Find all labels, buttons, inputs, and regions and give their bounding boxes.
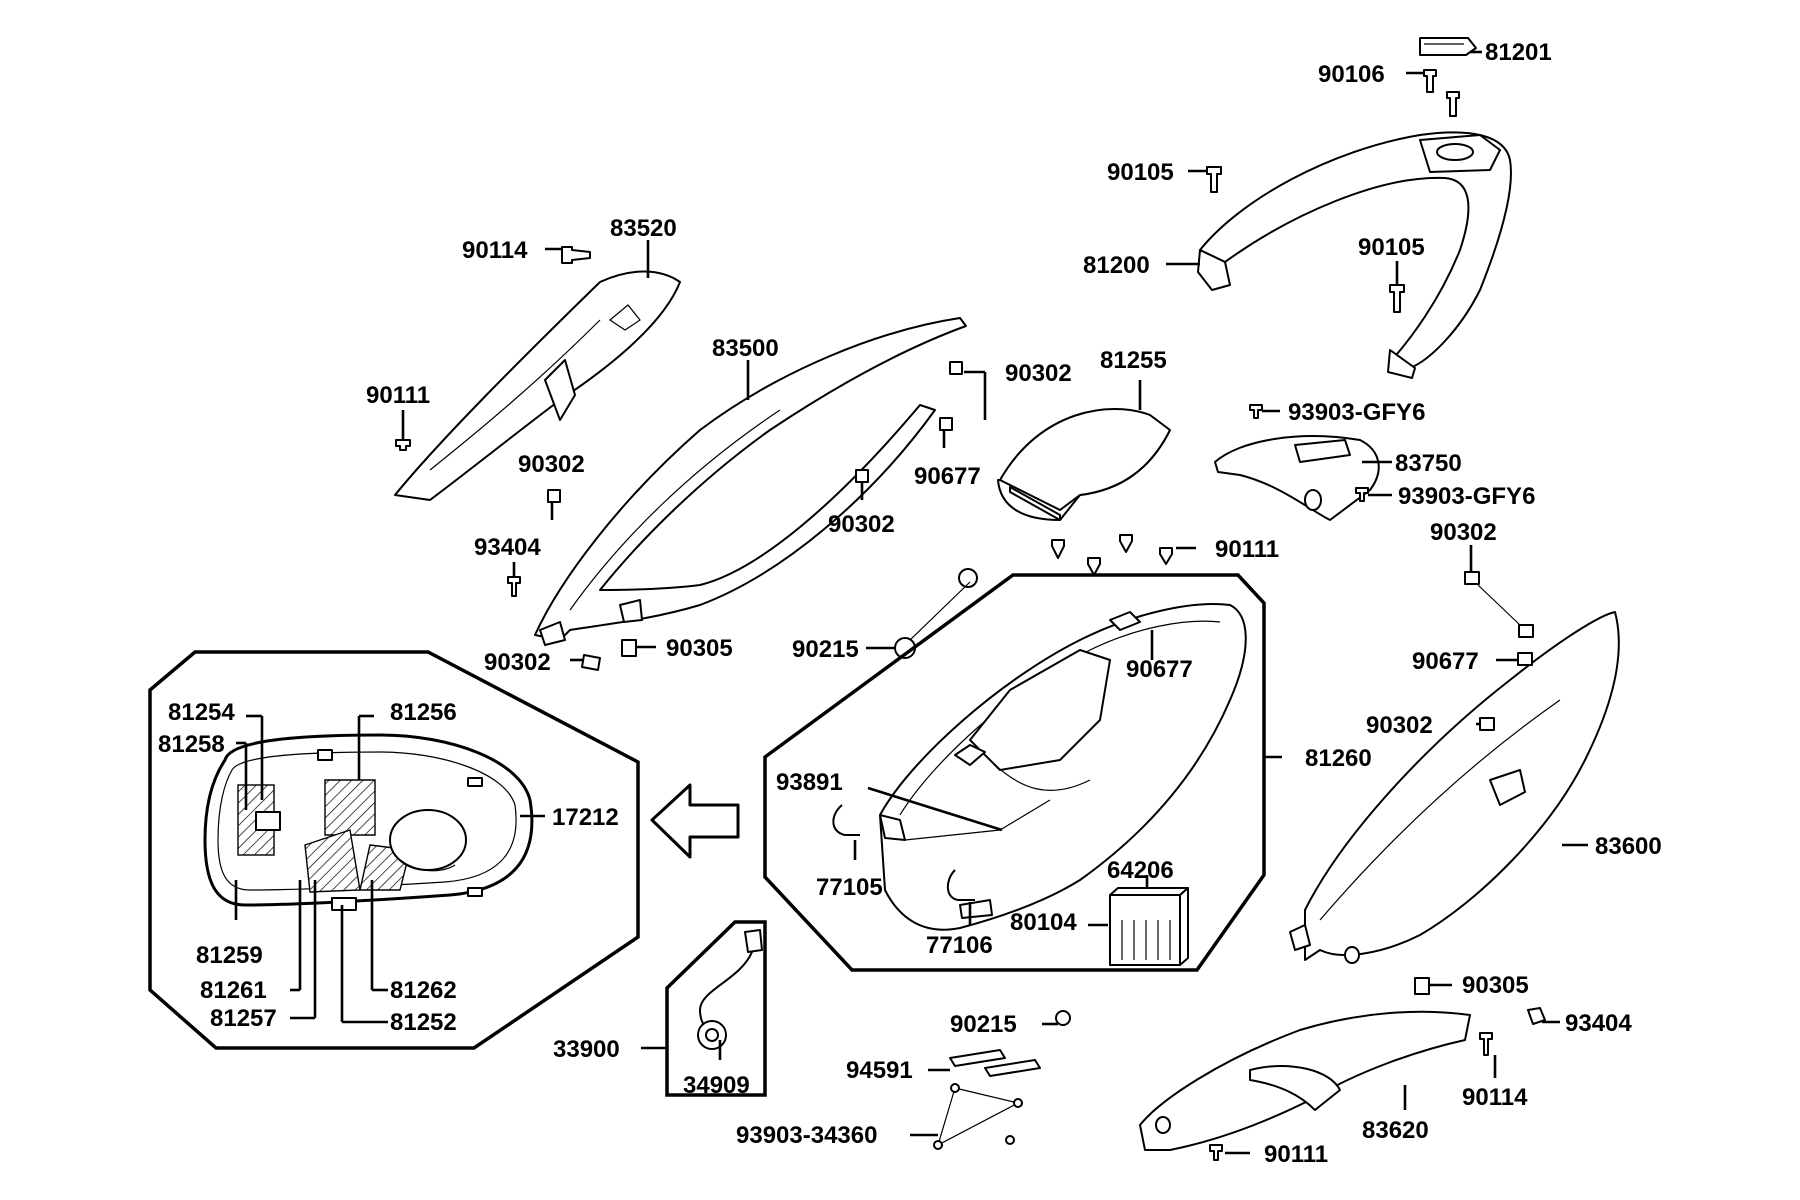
label-90215-middle: 90215 — [792, 636, 859, 663]
clip-90302-illustration — [547, 361, 963, 503]
part-81201-cap-illustration — [1419, 37, 1477, 56]
label-90111-middle: 90111 — [1215, 536, 1279, 563]
label-90114-right: 90114 — [1462, 1084, 1528, 1111]
leader-lines — [234, 50, 1588, 1155]
label-17212: 17212 — [552, 804, 619, 831]
label-80104: 80104 — [1010, 909, 1077, 936]
label-81261: 81261 — [200, 977, 267, 1004]
label-90302-upper-right: 90302 — [1005, 360, 1072, 387]
detail-frame-storage-box — [763, 573, 1266, 972]
label-90302-left: 90302 — [518, 451, 585, 478]
screw-93903-illustration — [1249, 404, 1369, 502]
part-81255-mud-flap-illustration — [997, 408, 1171, 521]
bolt-90105-illustration — [1206, 166, 1405, 313]
label-90302-mid: 90302 — [828, 511, 895, 538]
label-90111-left: 90111 — [366, 382, 430, 409]
label-90105-upper: 90105 — [1107, 159, 1174, 186]
label-93903-gfy6-lower: 93903-GFY6 — [1398, 483, 1535, 510]
label-81200: 81200 — [1083, 252, 1150, 279]
label-33900: 33900 — [553, 1036, 620, 1063]
label-90105-lower: 90105 — [1358, 234, 1425, 261]
label-64206: 64206 — [1107, 857, 1174, 884]
label-90302-lower-left: 90302 — [484, 649, 551, 676]
label-93903-gfy6-upper: 93903-GFY6 — [1288, 399, 1425, 426]
label-34909: 34909 — [683, 1072, 750, 1099]
label-81257: 81257 — [210, 1005, 277, 1032]
part-83500-side-cover-illustration — [534, 317, 967, 646]
part-83620-cover-illustration — [1139, 1010, 1471, 1151]
label-90305-right: 90305 — [1462, 972, 1529, 999]
label-83620: 83620 — [1362, 1117, 1429, 1144]
bolt-90111-set-illustration — [1051, 534, 1173, 576]
arrow-pointing-left-icon — [650, 783, 740, 859]
part-labels: 81201 90106 90105 90105 81200 83520 9011… — [158, 39, 1662, 1168]
label-90114-left: 90114 — [462, 237, 528, 264]
label-83500: 83500 — [712, 335, 779, 362]
bolt-90111-illustration — [395, 439, 411, 451]
part-83600-side-cover-illustration — [1289, 611, 1620, 964]
label-90302-right-lower: 90302 — [1366, 712, 1433, 739]
label-83520: 83520 — [610, 215, 677, 242]
label-81255: 81255 — [1100, 347, 1167, 374]
part-93903-34360-bracket-illustration — [933, 1083, 1023, 1150]
part-83520-cover-illustration — [394, 270, 681, 501]
label-90677-right: 90677 — [1412, 648, 1479, 675]
bolt-93404-illustration — [507, 576, 521, 597]
label-90677-upper: 90677 — [914, 463, 981, 490]
label-81254: 81254 — [168, 699, 235, 726]
cap-90215-small-illustration — [1055, 1010, 1071, 1026]
label-93404-right: 93404 — [1565, 1010, 1632, 1037]
label-93891: 93891 — [776, 769, 843, 796]
clip-90677-illustration — [1464, 571, 1534, 731]
cap-90215-illustration — [894, 568, 978, 659]
label-90106: 90106 — [1318, 61, 1385, 88]
part-81200-grab-rail-illustration — [1197, 131, 1512, 379]
label-90677-storage: 90677 — [1126, 656, 1193, 683]
bolt-90114-illustration — [561, 246, 591, 264]
label-90111-lower: 90111 — [1264, 1141, 1328, 1168]
bolt-90106-illustration — [1423, 69, 1460, 117]
label-83750: 83750 — [1395, 450, 1462, 477]
clip-77105-illustration — [832, 804, 860, 836]
label-83600: 83600 — [1595, 833, 1662, 860]
part-80104-battery-illustration — [1109, 887, 1189, 966]
label-94591: 94591 — [846, 1057, 913, 1084]
label-81256: 81256 — [390, 699, 457, 726]
label-93404-left: 93404 — [474, 534, 541, 561]
part-83750-tail-cover-illustration — [1214, 435, 1380, 521]
part-seat-tray-illustration — [203, 733, 534, 911]
detail-frame-seat-tray — [148, 650, 640, 1050]
label-77105: 77105 — [816, 874, 883, 901]
label-90305-left: 90305 — [666, 635, 733, 662]
label-81258: 81258 — [158, 731, 225, 758]
bolt-90114-right-illustration — [1209, 1007, 1546, 1161]
detail-frame-wiring — [665, 920, 767, 1097]
label-93903-34360: 93903-34360 — [736, 1122, 877, 1149]
label-81252: 81252 — [390, 1009, 457, 1036]
label-81259: 81259 — [196, 942, 263, 969]
label-90215-lower: 90215 — [950, 1011, 1017, 1038]
clip-90302-lower-illustration — [581, 654, 601, 671]
nut-90305-illustration — [621, 639, 1430, 995]
label-81201: 81201 — [1485, 39, 1552, 66]
label-81262: 81262 — [390, 977, 457, 1004]
clip-77106-illustration — [946, 869, 975, 901]
label-81260: 81260 — [1305, 745, 1372, 772]
label-90302-right: 90302 — [1430, 519, 1497, 546]
part-94591-strap-illustration — [949, 1049, 1041, 1077]
part-81260-storage-box-illustration — [879, 603, 1247, 931]
label-77106: 77106 — [926, 932, 993, 959]
